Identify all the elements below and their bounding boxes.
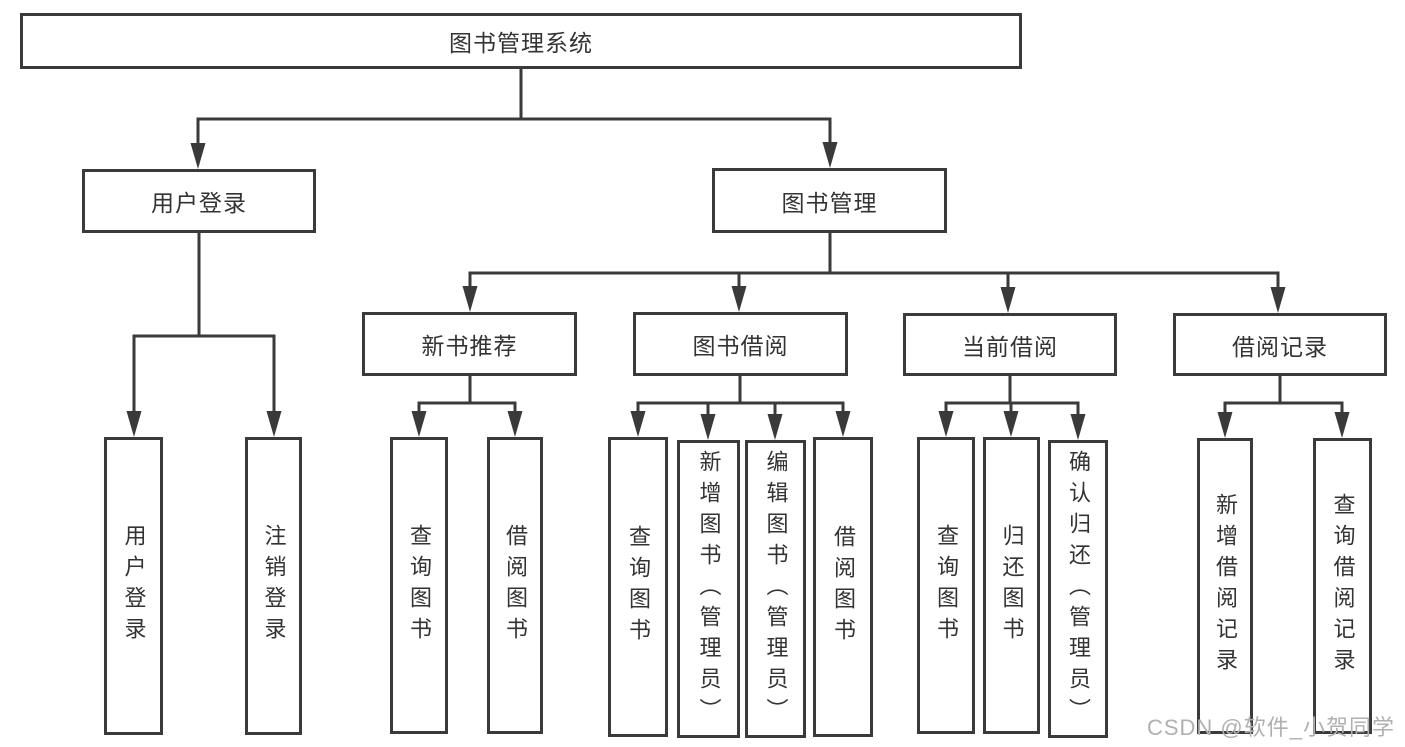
- node-user-login: 用户登录: [82, 169, 316, 233]
- leaf-query-books-recommend: 查询图书: [390, 437, 448, 734]
- arrowheads: [126, 142, 1350, 440]
- leaf-add-book-admin: 新增图书（管理员）: [677, 440, 740, 738]
- node-new-book-recommend: 新书推荐: [362, 312, 577, 376]
- leaf-query-books-current: 查询图书: [917, 437, 975, 734]
- node-book-management: 图书管理: [712, 168, 947, 233]
- leaf-user-login: 用户登录: [104, 437, 163, 735]
- leaf-edit-book-admin: 编辑图书（管理员）: [745, 440, 806, 738]
- leaf-query-borrow-record: 查询借阅记录: [1313, 438, 1372, 734]
- leaf-borrow-books: 借阅图书: [813, 437, 873, 737]
- leaf-confirm-return-admin: 确认归还（管理员）: [1048, 440, 1108, 738]
- node-book-borrow: 图书借阅: [633, 312, 848, 376]
- node-borrow-record: 借阅记录: [1173, 313, 1387, 376]
- leaf-logout: 注销登录: [245, 437, 302, 735]
- leaf-query-books-borrow: 查询图书: [608, 437, 668, 737]
- leaf-borrow-books-recommend: 借阅图书: [487, 437, 543, 734]
- leaf-add-borrow-record: 新增借阅记录: [1197, 438, 1253, 734]
- watermark: CSDN @软件_小贺同学: [1146, 715, 1395, 740]
- leaf-return-book: 归还图书: [983, 437, 1040, 734]
- node-root: 图书管理系统: [20, 13, 1022, 69]
- node-current-borrow: 当前借阅: [903, 313, 1117, 376]
